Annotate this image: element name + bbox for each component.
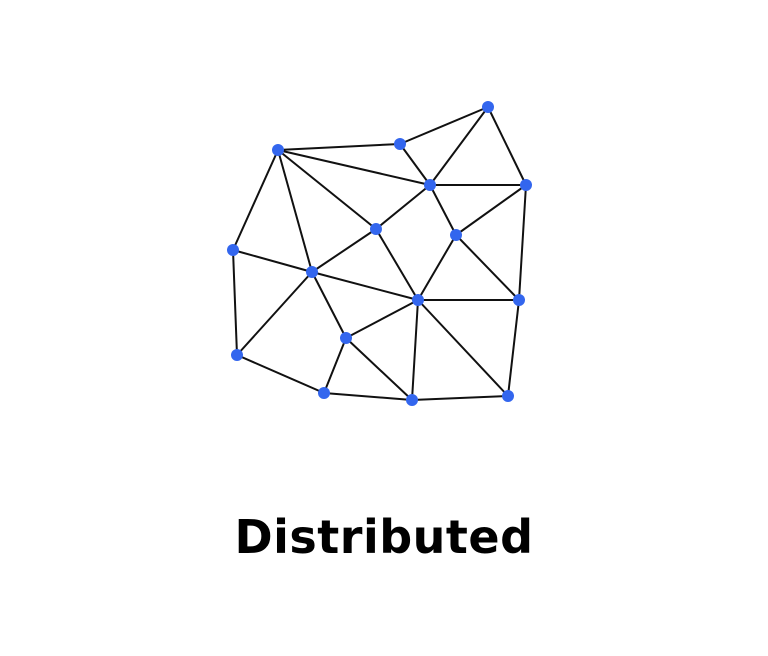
node-n10 <box>412 294 424 306</box>
node-n16 <box>502 390 514 402</box>
edge-n5-n11 <box>518 184 527 301</box>
edge-n1-n2 <box>277 143 401 151</box>
network-nodes <box>227 101 532 406</box>
edge-n1-n8 <box>232 149 279 251</box>
edge-n10-n15 <box>411 299 419 401</box>
node-n12 <box>340 332 352 344</box>
edge-n3-n5 <box>487 106 527 186</box>
edge-n7-n11 <box>455 234 520 301</box>
edge-n9-n12 <box>311 271 347 339</box>
edge-n14-n15 <box>323 392 413 401</box>
edge-n15-n16 <box>411 395 509 401</box>
node-n4 <box>424 179 436 191</box>
edge-n8-n13 <box>232 249 238 356</box>
edge-n10-n16 <box>417 299 509 397</box>
node-n1 <box>272 144 284 156</box>
node-n15 <box>406 394 418 406</box>
edge-n8-n9 <box>232 249 313 273</box>
edge-n4-n6 <box>375 184 431 230</box>
node-n2 <box>394 138 406 150</box>
node-n7 <box>450 229 462 241</box>
node-n6 <box>370 223 382 235</box>
edge-n12-n14 <box>323 337 347 394</box>
edge-n1-n4 <box>277 149 431 186</box>
edge-n6-n9 <box>311 228 377 273</box>
node-n5 <box>520 179 532 191</box>
edge-n2-n4 <box>399 143 431 186</box>
node-n13 <box>231 349 243 361</box>
edge-n9-n13 <box>236 271 313 356</box>
edge-n2-n3 <box>399 106 489 145</box>
network-diagram <box>227 101 532 406</box>
edge-n1-n6 <box>277 149 377 230</box>
network-edges <box>232 106 527 401</box>
edge-n3-n4 <box>429 106 489 186</box>
edge-n11-n16 <box>507 299 520 397</box>
node-n8 <box>227 244 239 256</box>
diagram-caption: Distributed <box>234 510 534 564</box>
node-n11 <box>513 294 525 306</box>
edge-n1-n9 <box>277 149 313 273</box>
edge-n5-n7 <box>455 184 527 236</box>
edge-n13-n14 <box>236 354 325 394</box>
edge-n4-n7 <box>429 184 457 236</box>
node-n9 <box>306 266 318 278</box>
node-n3 <box>482 101 494 113</box>
edge-n6-n10 <box>375 228 419 301</box>
node-n14 <box>318 387 330 399</box>
edge-n10-n12 <box>345 299 419 339</box>
edge-n12-n15 <box>345 337 413 401</box>
edge-n7-n10 <box>417 234 457 301</box>
edge-n9-n10 <box>311 271 419 301</box>
